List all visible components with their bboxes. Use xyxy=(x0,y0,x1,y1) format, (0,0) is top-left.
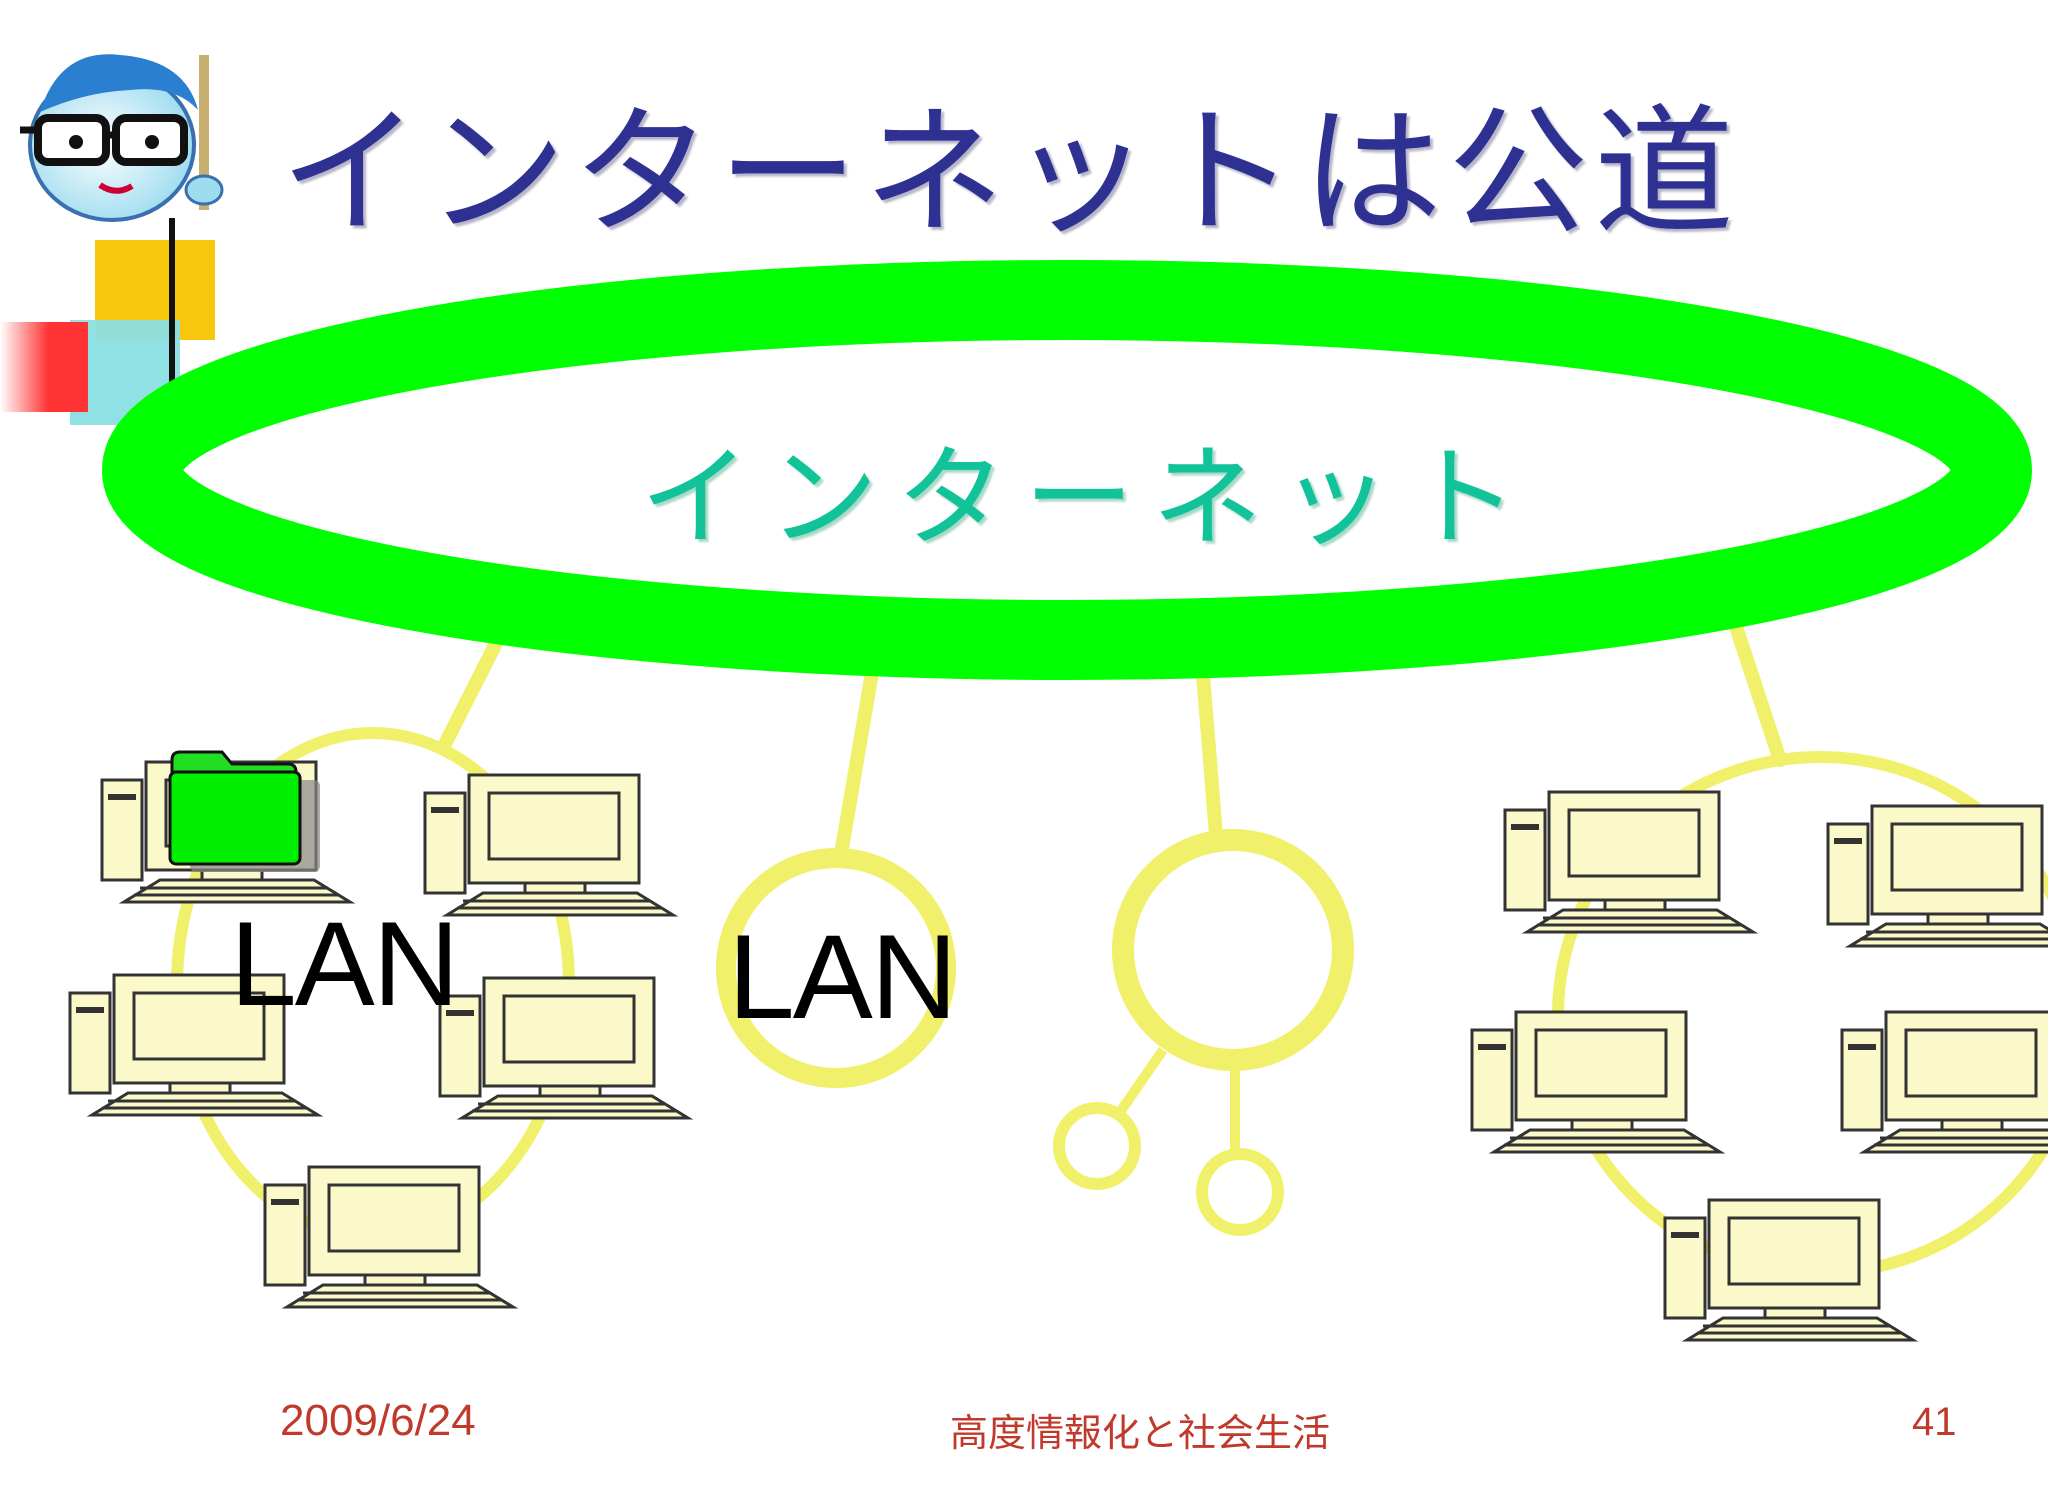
desktop-computer-icon xyxy=(1826,804,2048,948)
internet-ring xyxy=(102,260,2032,680)
desktop-computer-icon xyxy=(1503,790,1755,934)
slide-title: インターネットは公道 xyxy=(280,92,1741,255)
footer-date: 2009/6/24 xyxy=(280,1396,476,1445)
teacher-mascot-icon xyxy=(20,54,224,222)
lan-label-center: LAN xyxy=(728,910,957,1044)
page-number: 41 xyxy=(1912,1400,1957,1444)
lan-left-computers xyxy=(68,760,690,1309)
lan-label-left: LAN xyxy=(230,897,459,1031)
footer-course-title: 高度情報化と社会生活 xyxy=(950,1411,1331,1455)
folder-icon xyxy=(168,750,320,872)
desktop-computer-icon xyxy=(263,1165,515,1309)
desktop-computer-icon xyxy=(1663,1198,1915,1342)
desktop-computer-icon xyxy=(1840,1010,2048,1154)
lan-right-computers xyxy=(1470,790,2048,1342)
desktop-computer-icon xyxy=(438,976,690,1120)
desktop-computer-icon xyxy=(1470,1010,1722,1154)
decorative-corner-blocks xyxy=(0,218,1880,425)
internet-label: インターネット xyxy=(640,434,1536,562)
desktop-computer-icon xyxy=(423,773,675,917)
